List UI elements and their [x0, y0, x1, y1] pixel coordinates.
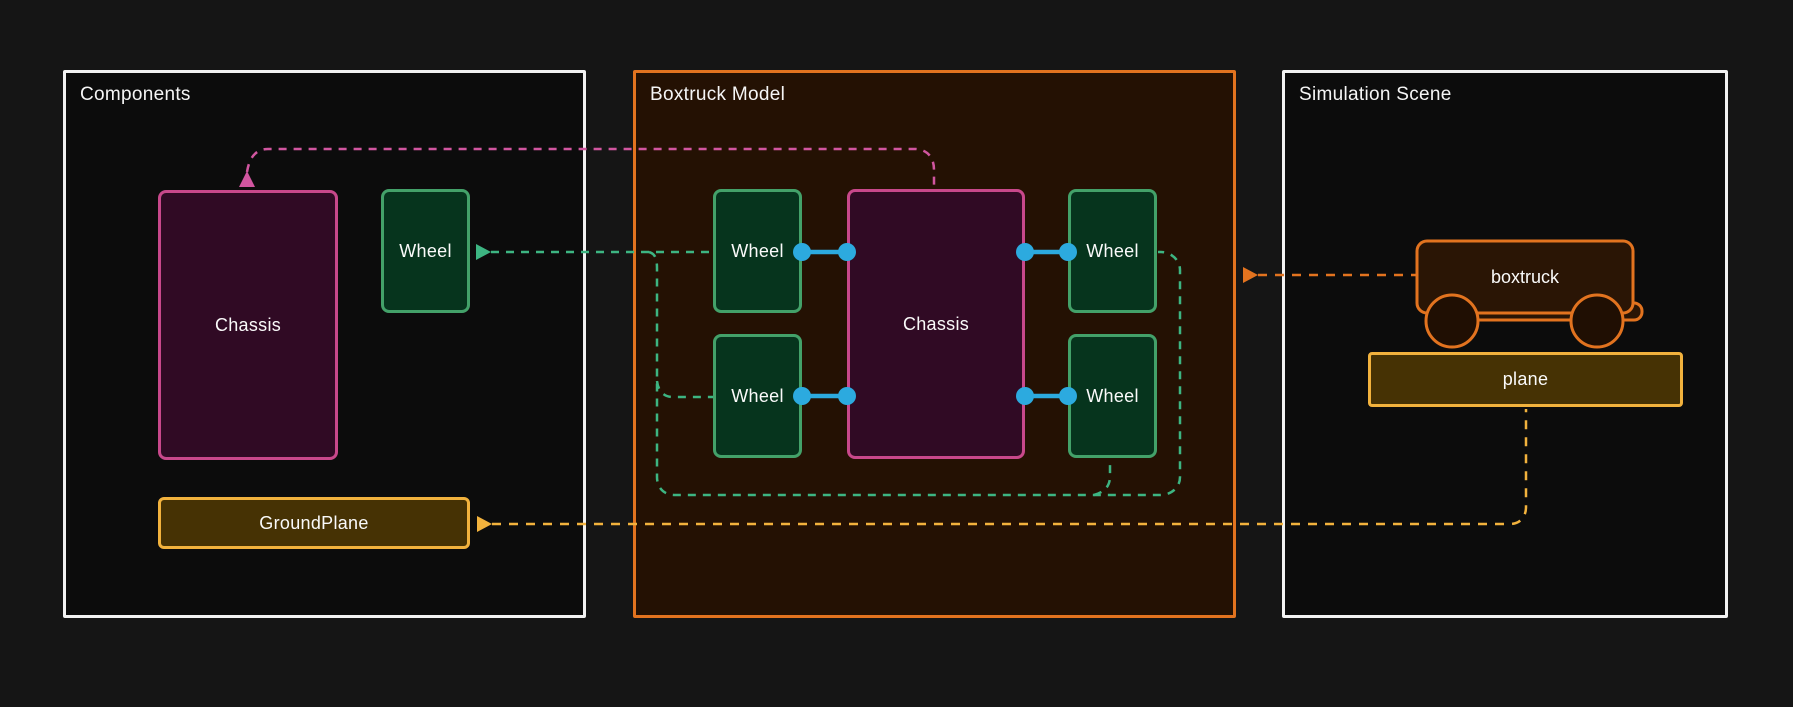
scene-plane-label: plane	[1502, 369, 1549, 389]
components-chassis-label: Chassis	[214, 314, 282, 335]
model-wheel-front-right-node: Wheel	[1068, 189, 1157, 313]
simulation-scene-panel: Simulation Scene	[1282, 70, 1728, 618]
model-chassis-label: Chassis	[902, 313, 970, 334]
model-wheel-label: Wheel	[731, 385, 784, 406]
model-wheel-front-left-node: Wheel	[713, 189, 802, 313]
components-chassis-node: Chassis	[158, 190, 338, 460]
components-wheel-label: Wheel	[399, 240, 452, 261]
boxtruck-model-panel-title: Boxtruck Model	[650, 84, 786, 105]
components-groundplane-label: GroundPlane	[259, 512, 369, 533]
components-groundplane-node: GroundPlane	[158, 497, 470, 549]
orange-arrowhead-icon	[1243, 267, 1258, 283]
scene-boxtruck-label: boxtruck	[1490, 266, 1560, 287]
simulation-scene-panel-title: Simulation Scene	[1299, 84, 1452, 105]
model-wheel-label: Wheel	[731, 240, 784, 261]
components-panel-title: Components	[80, 84, 191, 105]
scene-plane-node: plane	[1368, 352, 1683, 407]
components-wheel-node: Wheel	[381, 189, 470, 313]
model-chassis-node: Chassis	[847, 189, 1025, 459]
model-wheel-rear-left-node: Wheel	[713, 334, 802, 458]
model-wheel-label: Wheel	[1086, 240, 1139, 261]
model-wheel-label: Wheel	[1086, 385, 1139, 406]
model-wheel-rear-right-node: Wheel	[1068, 334, 1157, 458]
